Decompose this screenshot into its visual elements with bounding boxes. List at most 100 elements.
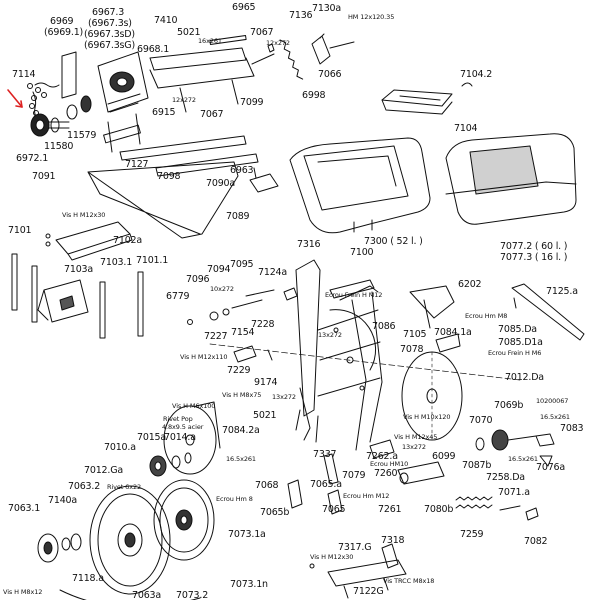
label-7096: 7096: [186, 274, 210, 285]
label-7083: 7083: [560, 423, 584, 434]
label-7318: 7318: [381, 535, 405, 546]
label-7127: 7127: [125, 159, 149, 170]
label-7089: 7089: [226, 211, 250, 222]
label-hm12x120: HM 12x120.35: [348, 13, 395, 21]
shield-7090a-drawing: [87, 161, 239, 239]
label-7140a: 7140a: [48, 495, 77, 506]
label-6967-3sD: (6967.3sD): [84, 29, 135, 40]
label-7068: 7068: [255, 480, 279, 491]
arm-7080b-drawing: [369, 439, 445, 485]
arm-7086-drawing: [409, 285, 461, 353]
label-7122G: 7122G: [353, 586, 384, 597]
label-7067b: 7067: [200, 109, 224, 120]
hopper-7300-drawing: [289, 137, 431, 234]
label-16-5x261c: 16.5x261: [508, 455, 538, 463]
label-6202: 6202: [458, 279, 482, 290]
label-7228: 7228: [251, 319, 275, 330]
hub-7063_1-drawing: [37, 533, 82, 563]
springs-7259-drawing: [455, 496, 539, 521]
plate-7102a-drawing: [45, 221, 133, 261]
label-6967-3s: (6967.3s): [88, 18, 132, 29]
label-6969-1: (6969.1): [44, 27, 84, 38]
label-7102a: 7102a: [113, 235, 142, 246]
label-7300: 7300 ( 52 l. ): [364, 236, 423, 247]
label-6967-3: 6967.3: [92, 7, 125, 18]
hopper-7077-drawing: [445, 133, 577, 225]
spring-6998: [279, 39, 304, 80]
label-7063-1: 7063.1: [8, 503, 41, 514]
label-7099: 7099: [240, 97, 264, 108]
label-7260: 7260: [374, 468, 398, 479]
label-7317-G: 7317.G: [338, 542, 372, 553]
label-7101-1: 7101.1: [136, 255, 169, 266]
label-7080b: 7080b: [424, 504, 454, 515]
label-7259: 7259: [460, 529, 484, 540]
label-7090a: 7090a: [206, 178, 235, 189]
label-13x272c: 13x272: [402, 443, 426, 451]
label-13x272a: 13x272: [318, 331, 342, 339]
label-5021a: 5021: [177, 27, 201, 38]
label-7103-1: 7103.1: [100, 257, 133, 268]
label-7261: 7261: [378, 504, 402, 515]
label-7079: 7079: [342, 470, 366, 481]
label-vishm6x100: Vis H M6x100: [172, 402, 216, 410]
bracket-7103a-drawing: [37, 279, 89, 323]
label-10x272: 10x272: [210, 285, 234, 293]
label-7014a: 7014.a: [164, 432, 196, 443]
label-vishm12x110: Vis H M12x110: [180, 353, 228, 361]
label-7154: 7154: [231, 327, 255, 338]
label-ecrouhm10: Ecrou HM10: [370, 460, 409, 468]
label-7073-1a: 7073.1a: [228, 529, 266, 540]
sprocket-drawing: [30, 95, 92, 137]
label-ecrouhm12: Ecrou Hm M12: [343, 492, 390, 500]
label-12x272b: 12x272: [172, 96, 196, 104]
label-6779: 6779: [166, 291, 190, 302]
label-7337: 7337: [313, 449, 337, 460]
label-rivetacier: 4.8x9.5 acier: [162, 423, 204, 431]
drive-bracket-drawing: [61, 51, 149, 153]
label-7086: 7086: [372, 321, 396, 332]
disc-7012Da-drawing: [401, 351, 463, 441]
label-7103a: 7103a: [64, 264, 93, 275]
small-parts-row: [187, 287, 298, 363]
label-6963: 6963: [230, 165, 254, 176]
label-7229: 7229: [227, 365, 251, 376]
label-vishm12x30a: Vis H M12x30: [62, 211, 106, 219]
label-5021b: 5021: [253, 410, 277, 421]
label-7069b: 7069b: [494, 400, 524, 411]
label-7010a: 7010.a: [104, 442, 136, 453]
label-7130a: 7130a: [312, 3, 341, 14]
label-7063a: 7063a: [132, 590, 161, 601]
label-13x272b: 13x272: [272, 393, 296, 401]
label-7262a: 7262.a: [366, 451, 398, 462]
label-11580: 11580: [44, 141, 74, 152]
label-7073-1n: 7073.1n: [230, 579, 268, 590]
label-7125a: 7125.a: [546, 286, 578, 297]
label-7071a: 7071.a: [498, 487, 530, 498]
red-arrow: [7, 89, 23, 108]
label-7015a: 7015a: [137, 432, 166, 443]
lid-7104-drawing: [381, 82, 473, 115]
bars-7101-drawing: [11, 253, 144, 339]
label-7077-3: 7077.3 ( 16 l. ): [500, 252, 568, 263]
label-7091: 7091: [32, 171, 56, 182]
label-ecrouhm8b: Ecrou Hm 8: [216, 495, 253, 503]
label-7227: 7227: [204, 331, 228, 342]
label-7094: 7094: [207, 264, 231, 275]
label-7098: 7098: [157, 171, 181, 182]
hub-7010a-drawing: [149, 452, 192, 477]
label-6915: 6915: [152, 107, 176, 118]
upper-arm-drawing: [149, 35, 275, 113]
label-7063-2: 7063.2: [68, 481, 101, 492]
label-vishm12x45: Vis H M12x45: [394, 433, 438, 441]
label-7124a: 7124a: [258, 267, 287, 278]
wheel-7063-drawing: [89, 485, 171, 595]
label-7012-Da: 7012.Da: [505, 372, 544, 383]
label-7070: 7070: [469, 415, 493, 426]
shoes-7065-drawing: [287, 387, 343, 515]
hub-7069b-drawing: [475, 429, 555, 467]
scraper-7068-drawing: [163, 401, 221, 475]
label-7085-D1a: 7085.D1a: [498, 337, 543, 348]
label-9174: 9174: [254, 377, 278, 388]
label-6099: 6099: [432, 451, 456, 462]
